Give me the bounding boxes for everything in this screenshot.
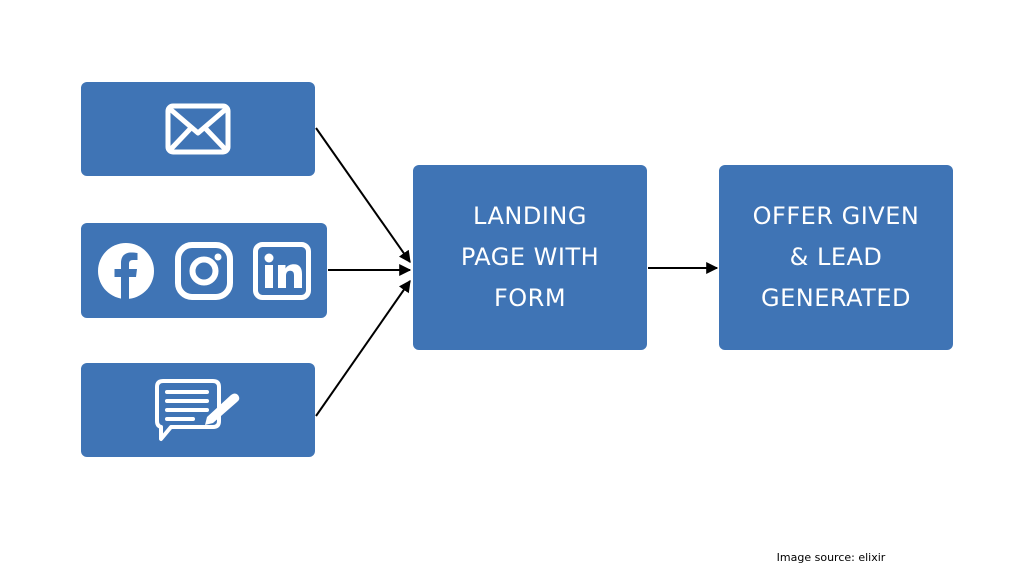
social-icons-row: [97, 241, 311, 300]
source-social-box: [81, 223, 327, 318]
instagram-icon: [175, 241, 233, 300]
landing-page-box: LANDING PAGE WITH FORM: [413, 165, 647, 350]
source-email-box: [81, 82, 315, 176]
envelope-icon: [165, 103, 231, 155]
image-source-caption: Image source: elixir: [776, 551, 886, 564]
linkedin-icon: [253, 241, 311, 300]
edge-blog-to-landing: [315, 280, 411, 417]
landing-page-label: LANDING PAGE WITH FORM: [460, 202, 600, 312]
chat-document-pen-icon: [155, 377, 241, 443]
edge-email-to-landing: [315, 127, 411, 263]
source-content-box: [81, 363, 315, 457]
offer-lead-box: OFFER GIVEN & LEAD GENERATED: [719, 165, 953, 350]
offer-lead-label: OFFER GIVEN & LEAD GENERATED: [752, 202, 920, 312]
facebook-icon: [97, 242, 155, 300]
